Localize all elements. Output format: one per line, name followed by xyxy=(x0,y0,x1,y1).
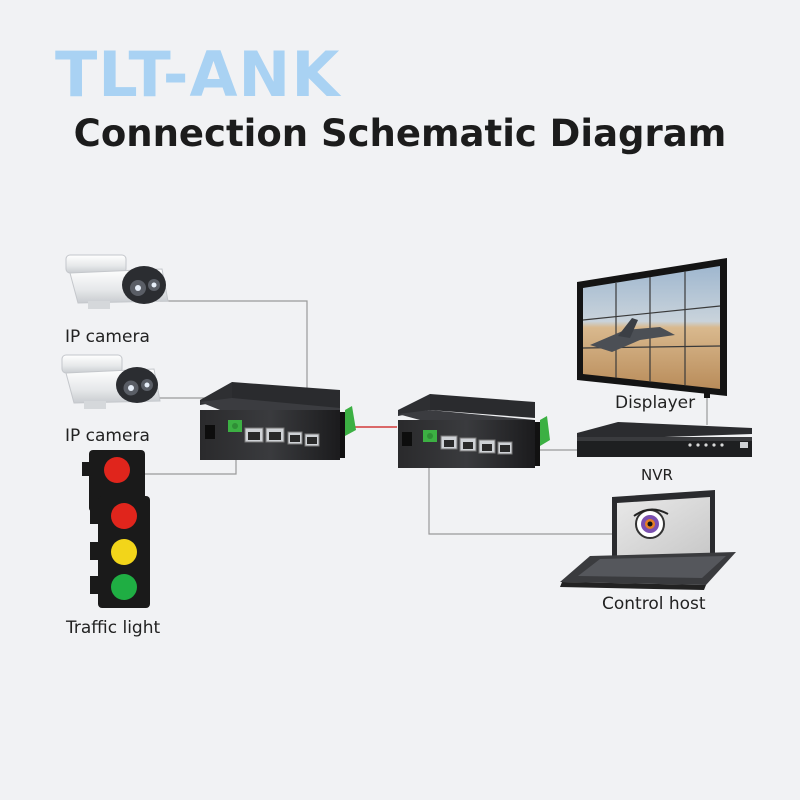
diagram-title: Connection Schematic Diagram xyxy=(73,112,727,155)
nvr-device xyxy=(577,422,752,457)
control-host-laptop xyxy=(560,490,736,590)
ip-camera-1 xyxy=(65,254,169,309)
brand-title: TLT-ANK xyxy=(55,38,341,111)
displayer-label: Displayer xyxy=(615,393,696,413)
traffic-light-label: Traffic light xyxy=(66,618,161,638)
nvr-label: NVR xyxy=(641,466,673,484)
traffic-light-front xyxy=(90,496,150,608)
control-host-label: Control host xyxy=(602,594,706,614)
switch-2 xyxy=(398,394,550,468)
switch-1 xyxy=(200,382,356,460)
ip-camera-2-label: IP camera xyxy=(65,426,150,446)
ip-camera-2 xyxy=(61,354,161,409)
link-switch-control-host xyxy=(428,440,615,535)
ip-camera-1-label: IP camera xyxy=(65,327,150,347)
displayer-monitor xyxy=(577,258,727,398)
